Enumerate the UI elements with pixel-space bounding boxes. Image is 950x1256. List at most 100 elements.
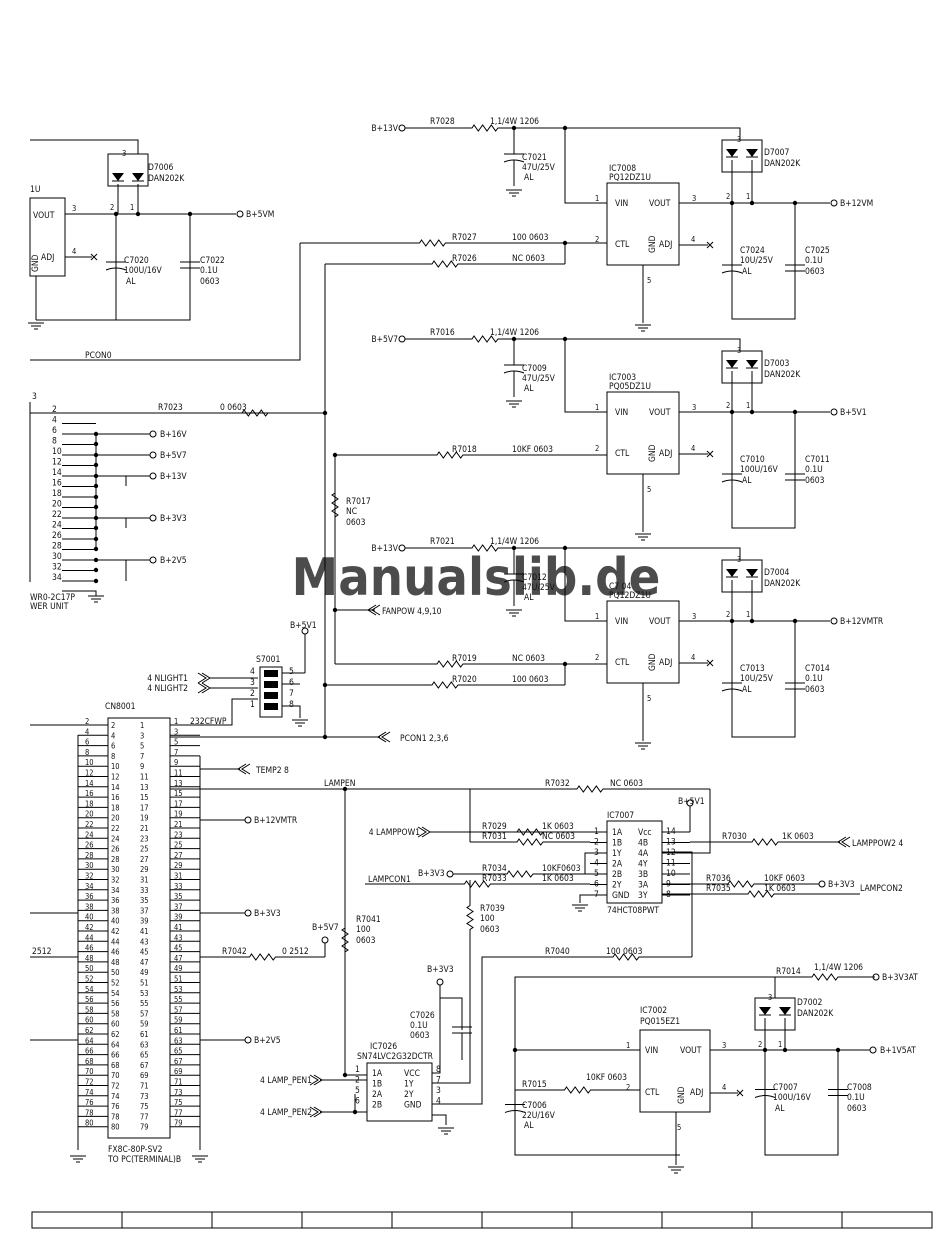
- label: C7006: [522, 1101, 547, 1111]
- diode-icon: [726, 569, 738, 577]
- label: 10KF0603: [542, 864, 581, 874]
- resistor: [450, 870, 590, 878]
- pin-number: 12: [52, 458, 62, 468]
- diode-icon: [759, 1007, 771, 1015]
- resistor: [200, 953, 325, 961]
- connector-arrow-icon: [197, 672, 211, 684]
- net-terminal: [818, 880, 826, 888]
- label: C7 04: [609, 582, 631, 592]
- pin-number: 36: [85, 892, 94, 901]
- connector-arrow-icon: [367, 604, 381, 616]
- pin-number: 19: [174, 810, 183, 819]
- net-label: B+3V3: [160, 514, 187, 524]
- pin-number: 34: [111, 886, 120, 895]
- pin-label: 2A: [612, 860, 623, 870]
- pin-label: 2B: [372, 1101, 382, 1111]
- pin-number: 37: [140, 906, 149, 915]
- junction-dot: [93, 536, 99, 542]
- no-connect-icon: [736, 1089, 744, 1097]
- pin-number: 2: [250, 689, 255, 699]
- pin-number: 80: [111, 1123, 120, 1132]
- pin-label: 1Y: [404, 1080, 414, 1090]
- pin-number: 2: [595, 653, 599, 662]
- pin-number: 1: [130, 203, 134, 212]
- label: 100U/16V: [773, 1093, 811, 1103]
- label: 1K 0603: [542, 874, 574, 884]
- label: 10U/25V: [740, 674, 774, 684]
- wire: [282, 705, 301, 718]
- net-label: B+2V5: [160, 556, 187, 566]
- pin-number: 3: [140, 731, 144, 740]
- label: 47U/25V: [522, 583, 556, 593]
- label: 1U: [30, 185, 40, 195]
- pin-number: 18: [111, 803, 120, 812]
- pin-number: VIN: [645, 1046, 658, 1056]
- resistor: [405, 124, 565, 132]
- label: B+5V1: [290, 621, 317, 631]
- pin-number: 68: [111, 1061, 120, 1070]
- pin-number: 22: [85, 820, 94, 829]
- pin-number: 15: [174, 789, 183, 798]
- resistor: [470, 785, 710, 793]
- resistor: [405, 335, 565, 343]
- pin-number: 34: [85, 882, 94, 891]
- net-terminal: [149, 556, 157, 564]
- label: C7013: [740, 664, 765, 674]
- resistor: [405, 544, 565, 552]
- pin-number: 42: [111, 927, 120, 936]
- label: R7033: [482, 874, 507, 884]
- pin-number: 30: [85, 861, 94, 870]
- diode-icon: [746, 360, 758, 368]
- label: IC7003: [609, 373, 636, 383]
- pin-number: 13: [140, 783, 149, 792]
- pin-number: 78: [111, 1112, 120, 1121]
- pin-label: 1A: [372, 1069, 383, 1079]
- pin-number: 7: [289, 689, 294, 699]
- pin-number: 5: [647, 276, 651, 285]
- label: B+5V1: [840, 408, 867, 418]
- pin-number: CTL: [615, 449, 630, 459]
- pin-number: 3: [72, 204, 76, 213]
- junction-dot: [93, 494, 99, 500]
- pin-number: 63: [140, 1040, 149, 1049]
- resistor: [300, 239, 565, 247]
- diode-icon: [132, 173, 144, 181]
- pin-number: 24: [111, 834, 120, 843]
- pin-number: 71: [174, 1078, 183, 1087]
- label: C7007: [773, 1083, 798, 1093]
- pin-number: 22: [52, 510, 62, 520]
- label: 47U/25V: [522, 374, 556, 384]
- label: R7026: [452, 254, 477, 264]
- capacitor: [721, 479, 743, 483]
- junction-dot: [562, 661, 568, 667]
- pin-number: 5: [174, 738, 178, 747]
- label: PCON1 2,3,6: [400, 734, 449, 744]
- pin-number: 49: [140, 968, 149, 977]
- net-terminal: [244, 816, 252, 824]
- ground-icon: [572, 904, 588, 912]
- label: 100U/16V: [740, 465, 778, 475]
- watermark: Manualslib.de: [292, 548, 661, 608]
- label: 1K 0603: [542, 822, 574, 832]
- label: C7012: [522, 573, 547, 583]
- wire: [170, 698, 258, 726]
- pin-number: 14: [52, 468, 62, 478]
- net-terminal: [398, 124, 406, 132]
- pin-number: 59: [140, 1020, 149, 1029]
- label: IC7026: [370, 1042, 397, 1052]
- wire: [432, 940, 471, 1084]
- pin-number: 40: [111, 917, 120, 926]
- net-terminal: [398, 335, 406, 343]
- resistor: [335, 451, 565, 459]
- logic-ic: [366, 1062, 433, 1122]
- diode-icon: [112, 173, 124, 181]
- label: 0603: [346, 518, 366, 528]
- label: C7020: [124, 256, 149, 266]
- pin-number: 4: [722, 1083, 726, 1092]
- capacitor: [754, 1095, 776, 1098]
- pin-number: 12: [111, 773, 120, 782]
- net-label: B+13V: [371, 544, 398, 554]
- net-label: B+16V: [160, 430, 187, 440]
- label: 0603: [356, 936, 376, 946]
- net-terminal: [149, 514, 157, 522]
